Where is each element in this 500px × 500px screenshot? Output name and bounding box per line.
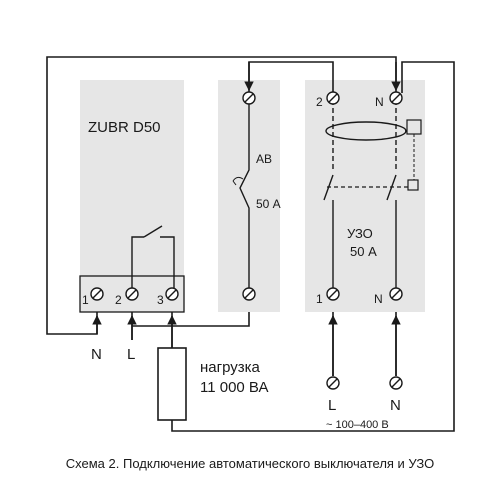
rcd-bottom-phase-terminal-screw-icon bbox=[326, 287, 340, 301]
zubr-d50-module: ZUBR D50 1 2 3 bbox=[79, 80, 185, 313]
supply-neutral-label: N bbox=[390, 397, 401, 414]
screw-terminals bbox=[90, 91, 403, 390]
rcd-module: УЗО 50 А 2 N 1 N bbox=[305, 80, 425, 312]
zubr-title: ZUBR D50 bbox=[88, 119, 161, 136]
supply: L N ~ 100–400 В bbox=[326, 397, 401, 431]
wire-arrows bbox=[92, 62, 401, 376]
supply-neutral-terminal-screw-icon bbox=[389, 376, 403, 390]
breaker-to-zubr-l-wire bbox=[132, 312, 250, 327]
zubr-terminal-1-screw-icon bbox=[90, 287, 104, 301]
rcd-bottom-phase-label: 1 bbox=[316, 292, 323, 306]
figure-caption: Схема 2. Подключение автоматического вык… bbox=[65, 456, 435, 471]
load-neutral-wire bbox=[171, 61, 455, 432]
load-label: нагрузка bbox=[200, 359, 261, 376]
rcd-bottom-neutral-label: N bbox=[374, 292, 383, 306]
breaker-module: АВ 50 А bbox=[218, 80, 281, 312]
zubr-neutral-wire-label: N bbox=[91, 346, 102, 363]
zubr-terminal-2-screw-icon bbox=[125, 287, 139, 301]
load-power: 11 000 ВА bbox=[200, 379, 268, 396]
zubr-terminal-3-screw-icon bbox=[165, 287, 179, 301]
breaker-name: АВ bbox=[256, 152, 272, 166]
supply-phase-terminal-screw-icon bbox=[326, 376, 340, 390]
zubr-terminal-3-label: 3 bbox=[157, 293, 164, 307]
supply-phase-label: L bbox=[328, 397, 336, 414]
breaker-top-terminal-screw-icon bbox=[242, 91, 256, 105]
rcd-bottom-neutral-terminal-screw-icon bbox=[389, 287, 403, 301]
breaker-trip-arc bbox=[232, 176, 244, 182]
rcd-name: УЗО bbox=[347, 226, 373, 241]
rcd-top-neutral-label: N bbox=[375, 95, 384, 109]
rcd-sense-coil bbox=[406, 119, 422, 135]
rcd-top-phase-terminal-screw-icon bbox=[326, 91, 340, 105]
zubr-phase-wire-label: L bbox=[127, 346, 135, 363]
rcd-body bbox=[305, 80, 425, 312]
rcd-rating: 50 А bbox=[350, 244, 377, 259]
rcd-trip-block bbox=[407, 179, 419, 191]
load-resistor bbox=[157, 347, 187, 421]
zubr-relay-contact bbox=[131, 225, 175, 296]
breaker-trip-arrow bbox=[232, 180, 237, 186]
supply-voltage: ~ 100–400 В bbox=[326, 419, 389, 431]
zubr-terminal-1-label: 1 bbox=[82, 293, 89, 307]
load: нагрузка 11 000 ВА bbox=[157, 347, 268, 421]
zubr-terminal-2-label: 2 bbox=[115, 293, 122, 307]
breaker-rating: 50 А bbox=[256, 197, 281, 211]
rcd-top-phase-label: 2 bbox=[316, 95, 323, 109]
breaker-contact bbox=[239, 100, 250, 296]
breaker-bottom-terminal-screw-icon bbox=[242, 287, 256, 301]
rcd-top-neutral-terminal-screw-icon bbox=[389, 91, 403, 105]
